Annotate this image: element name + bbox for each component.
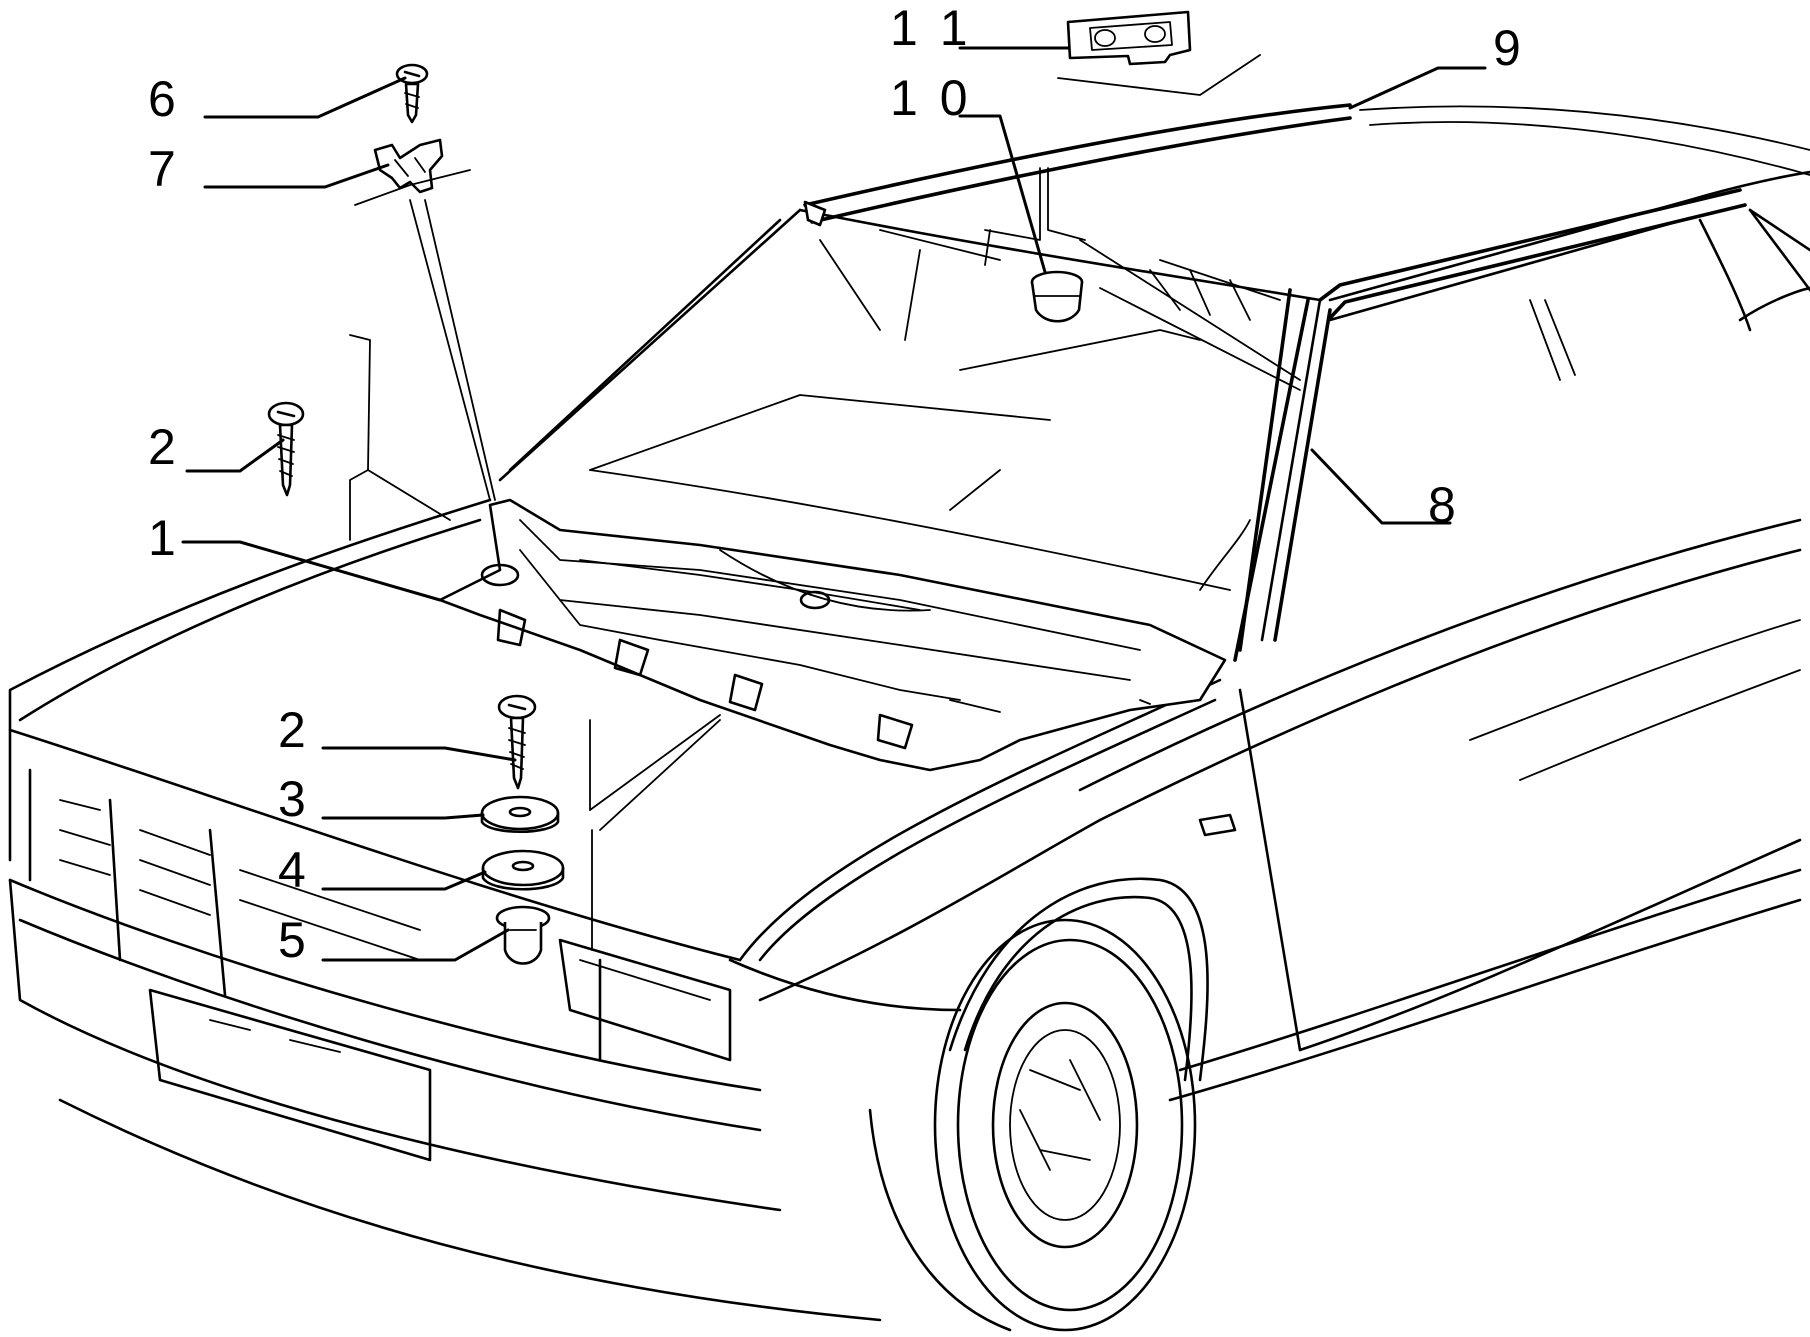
callout-8: 8: [1428, 477, 1460, 533]
retaining-clip-part: [1066, 10, 1192, 66]
callout-7: 7: [148, 141, 180, 197]
callout-3: 3: [278, 771, 310, 827]
rubber-washer-part: [481, 849, 565, 891]
plastic-clip-part: [495, 905, 551, 965]
callout-5: 5: [278, 912, 310, 968]
car-body-outline: [8, 105, 1810, 1332]
callout-6: 6: [148, 71, 180, 127]
cowl-panel-part: [438, 498, 1227, 772]
callout-10: 1 0: [890, 70, 972, 126]
callout-labels: 1 2 2 3 4 5 6 7 8 9 1 0 1 1: [148, 0, 1525, 968]
rubber-plug-part: [1030, 270, 1084, 323]
callout-2-upper: 2: [148, 419, 180, 475]
screw-lower-part: [497, 694, 537, 790]
windshield-seal-part: [803, 103, 1747, 662]
callout-9: 9: [1493, 20, 1525, 76]
screw-upper-part: [267, 401, 305, 497]
callout-11: 1 1: [890, 0, 972, 56]
leader-lines: [181, 46, 1487, 962]
washer-part: [480, 795, 560, 834]
screw-6-part: [395, 63, 429, 124]
callout-2-lower: 2: [278, 702, 310, 758]
callout-1: 1: [148, 510, 180, 566]
callout-4: 4: [278, 842, 310, 898]
